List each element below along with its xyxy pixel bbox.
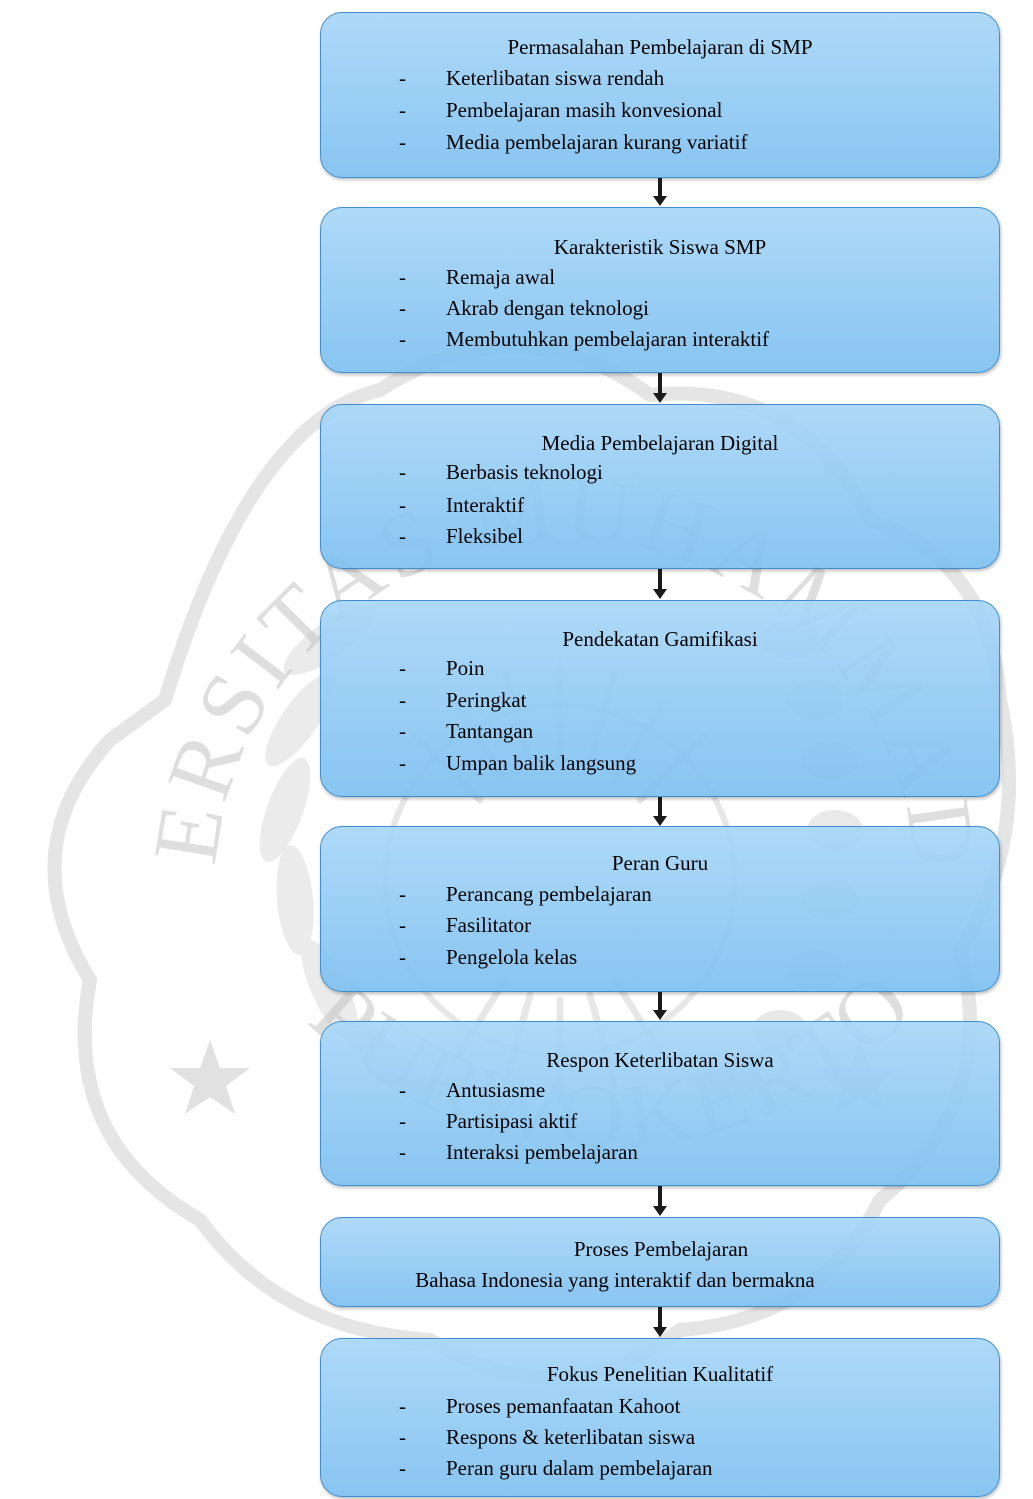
item-text: Antusiasme <box>446 1078 546 1102</box>
item-text: Respons & keterlibatan siswa <box>446 1425 696 1449</box>
flow-arrow <box>653 992 667 1020</box>
bullet-dash: - <box>399 265 406 289</box>
bullet-dash: - <box>399 1456 406 1480</box>
bullet-dash: - <box>399 1109 406 1133</box>
box-title: Fokus Penelitian Kualitatif <box>546 1362 774 1386</box>
item-text: Fasilitator <box>446 913 532 937</box>
flow-arrow <box>653 178 667 206</box>
flow-arrow <box>653 373 667 403</box>
box-title: Proses Pembelajaran <box>573 1237 749 1261</box>
item-text: Akrab dengan teknologi <box>446 296 649 320</box>
item-text: Interaktif <box>446 493 525 517</box>
flow-arrow <box>653 1307 667 1337</box>
bullet-dash: - <box>399 882 406 906</box>
box-title: Media Pembelajaran Digital <box>541 431 779 455</box>
bullet-dash: - <box>399 1140 406 1164</box>
flow-box-media-digital: Media Pembelajaran Digital - Berbasis te… <box>320 404 1000 569</box>
seal-star-left <box>170 1040 250 1114</box>
flow-arrow <box>653 1186 667 1216</box>
bullet-dash: - <box>399 98 406 122</box>
flow-box-respon: Respon Keterlibatan Siswa - Antusiasme -… <box>320 1021 1000 1186</box>
box-title: Pendekatan Gamifikasi <box>562 627 758 651</box>
bullet-dash: - <box>399 524 406 548</box>
item-text: Tantangan <box>446 719 534 743</box>
item-text: Pembelajaran masih konvesional <box>446 98 723 122</box>
bullet-dash: - <box>399 688 406 712</box>
box-subtitle: Bahasa Indonesia yang interaktif dan ber… <box>415 1268 815 1292</box>
flow-arrow <box>653 797 667 826</box>
bullet-dash: - <box>399 460 406 484</box>
item-text: Perancang pembelajaran <box>446 882 652 906</box>
item-text: Interaksi pembelajaran <box>446 1140 638 1164</box>
box-title: Respon Keterlibatan Siswa <box>546 1048 774 1072</box>
item-text: Keterlibatan siswa rendah <box>446 66 665 90</box>
flow-box-proses: Proses Pembelajaran Bahasa Indonesia yan… <box>320 1217 1000 1307</box>
box-title: Karakteristik Siswa SMP <box>553 235 767 259</box>
item-text: Umpan balik langsung <box>446 751 637 775</box>
flow-box-gamifikasi: Pendekatan Gamifikasi - Poin - Peringkat… <box>320 600 1000 797</box>
bullet-dash: - <box>399 945 406 969</box>
item-text: Proses pemanfaatan Kahoot <box>446 1394 681 1418</box>
bullet-dash: - <box>399 296 406 320</box>
flow-box-peran-guru: Peran Guru - Perancang pembelajaran - Fa… <box>320 826 1000 992</box>
item-text: Peringkat <box>446 688 527 712</box>
box-title: Permasalahan Pembelajaran di SMP <box>507 35 813 59</box>
item-text: Poin <box>446 656 485 680</box>
bullet-dash: - <box>399 656 406 680</box>
item-text: Fleksibel <box>446 524 523 548</box>
flow-arrow <box>653 569 667 599</box>
item-text: Membutuhkan pembelajaran interaktif <box>446 327 770 351</box>
bullet-dash: - <box>399 719 406 743</box>
box-title: Peran Guru <box>611 851 709 875</box>
bullet-dash: - <box>399 1394 406 1418</box>
bullet-dash: - <box>399 327 406 351</box>
bullet-dash: - <box>399 913 406 937</box>
item-text: Berbasis teknologi <box>446 460 603 484</box>
item-text: Pengelola kelas <box>446 945 578 969</box>
item-text: Partisipasi aktif <box>446 1109 578 1133</box>
bullet-dash: - <box>399 751 406 775</box>
bullet-dash: - <box>399 493 406 517</box>
bullet-dash: - <box>399 130 406 154</box>
item-text: Media pembelajaran kurang variatif <box>446 130 748 154</box>
bullet-dash: - <box>399 1425 406 1449</box>
flow-box-permasalahan: Permasalahan Pembelajaran di SMP - Keter… <box>320 12 1000 178</box>
flow-box-karakteristik: Karakteristik Siswa SMP - Remaja awal - … <box>320 207 1000 373</box>
item-text: Remaja awal <box>446 265 556 289</box>
bullet-dash: - <box>399 1078 406 1102</box>
item-text: Peran guru dalam pembelajaran <box>446 1456 713 1480</box>
flow-box-fokus-penelitian: Fokus Penelitian Kualitatif - Proses pem… <box>320 1338 1000 1497</box>
bullet-dash: - <box>399 66 406 90</box>
